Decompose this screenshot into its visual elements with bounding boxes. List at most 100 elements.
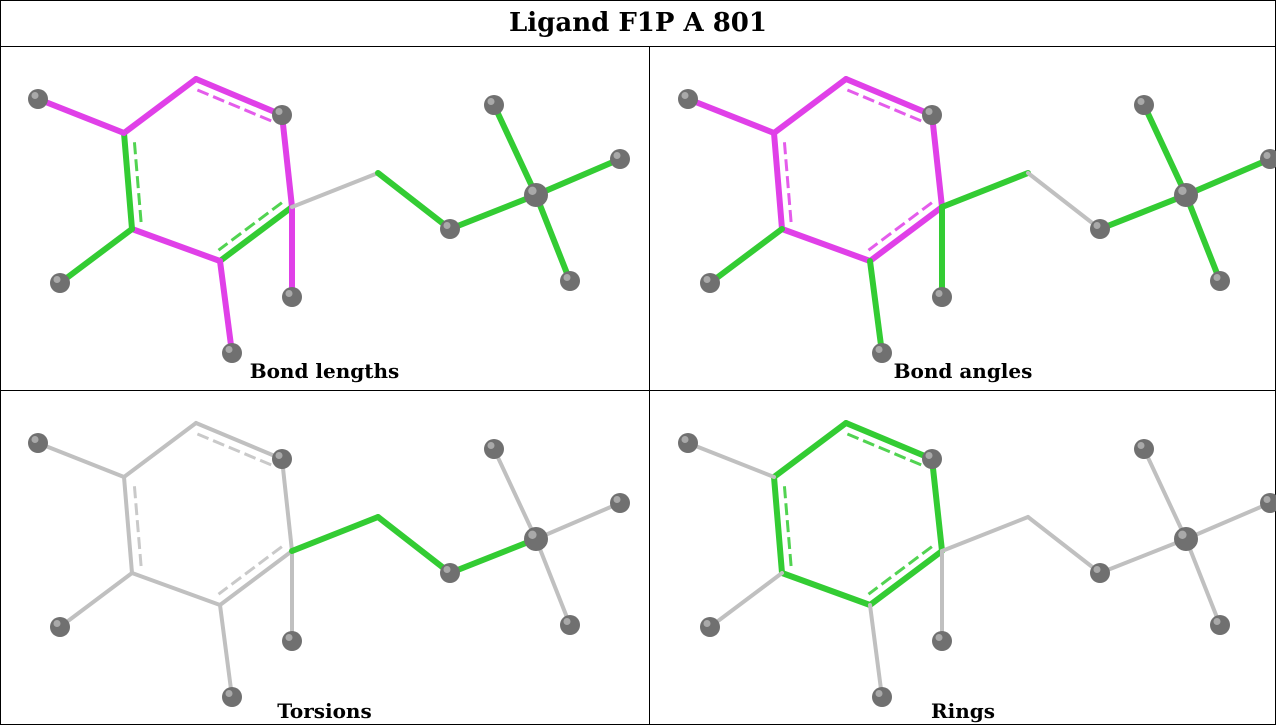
aromatic-bond-dash xyxy=(846,88,924,124)
atom-highlight xyxy=(875,346,883,353)
atom-highlight xyxy=(285,634,293,641)
bond xyxy=(194,421,284,461)
bond xyxy=(57,226,135,286)
atom-highlight xyxy=(1137,442,1145,449)
atom-sphere xyxy=(1174,527,1198,551)
bond xyxy=(217,204,295,264)
atom-highlight xyxy=(1093,222,1101,229)
bond xyxy=(218,603,234,699)
atom-sphere xyxy=(524,183,548,207)
atom-sphere xyxy=(1260,149,1276,169)
bond xyxy=(533,156,623,198)
atom-highlight xyxy=(1213,618,1221,625)
atom-sphere xyxy=(484,439,504,459)
atom-sphere xyxy=(932,631,952,651)
atom-sphere xyxy=(484,95,504,115)
atom-sphere xyxy=(28,433,48,453)
atom-sphere xyxy=(1260,493,1276,513)
atom-highlight xyxy=(681,92,689,99)
bond xyxy=(771,130,785,232)
atom-highlight xyxy=(225,690,233,697)
atom-highlight xyxy=(31,92,39,99)
atom-sphere xyxy=(28,89,48,109)
atom-highlight xyxy=(613,152,621,159)
molecule-rings xyxy=(678,420,1276,707)
bond xyxy=(929,112,945,210)
molecule-bond-angles xyxy=(678,76,1276,363)
atom-sphere xyxy=(922,105,942,125)
panel-rings: Rings xyxy=(650,391,1276,725)
atom-sphere xyxy=(282,631,302,651)
atom-sphere xyxy=(272,105,292,125)
bond xyxy=(129,226,223,264)
atom-highlight xyxy=(703,276,711,283)
atom-highlight xyxy=(285,290,293,297)
aromatic-bond-dash xyxy=(132,481,143,567)
bond xyxy=(771,76,849,136)
atom-sphere xyxy=(440,563,460,583)
atom-highlight xyxy=(1263,152,1271,159)
bond xyxy=(534,501,622,541)
aromatic-bond-dash xyxy=(132,137,143,223)
atom-highlight xyxy=(681,436,689,443)
aromatic-bond-dash xyxy=(782,481,793,567)
bond xyxy=(375,514,453,576)
bond xyxy=(843,420,935,462)
bond xyxy=(867,258,885,356)
atom-highlight xyxy=(1263,496,1271,503)
atom-sphere xyxy=(272,449,292,469)
atom-sphere xyxy=(610,493,630,513)
bond xyxy=(868,603,884,699)
bond xyxy=(447,192,539,232)
atom-sphere xyxy=(440,219,460,239)
bond xyxy=(779,226,873,264)
bond xyxy=(707,226,785,286)
aromatic-bond-dash xyxy=(196,88,274,124)
bond xyxy=(193,76,285,118)
atom-highlight xyxy=(225,346,233,353)
atom-sphere xyxy=(932,287,952,307)
atom-highlight xyxy=(1093,566,1101,573)
atom-sphere xyxy=(1134,95,1154,115)
atom-sphere xyxy=(922,449,942,469)
aromatic-bond-dash xyxy=(867,201,933,252)
atom-highlight xyxy=(935,290,943,297)
panel-caption-torsions: Torsions xyxy=(277,699,372,723)
atom-sphere xyxy=(50,273,70,293)
atom-sphere xyxy=(524,527,548,551)
bond xyxy=(843,76,935,118)
atom-sphere xyxy=(1210,271,1230,291)
bond xyxy=(218,549,294,607)
bond xyxy=(1184,537,1222,627)
bond xyxy=(867,204,945,264)
panel-bond-angles: Bond angles xyxy=(650,47,1276,390)
atom-sphere xyxy=(1210,615,1230,635)
aromatic-bond-dash xyxy=(782,137,793,223)
atom-sphere xyxy=(1174,183,1198,207)
atom-highlight xyxy=(703,620,711,627)
atom-sphere xyxy=(560,271,580,291)
bond xyxy=(939,170,1031,210)
panel-caption-bond-lengths: Bond lengths xyxy=(249,359,400,383)
bond xyxy=(1098,537,1188,575)
bond xyxy=(375,170,453,232)
bond xyxy=(867,548,945,608)
bond xyxy=(492,447,538,541)
bond xyxy=(35,96,127,136)
bond xyxy=(122,421,198,479)
bond xyxy=(491,102,539,198)
bond xyxy=(533,192,573,284)
bond xyxy=(779,570,873,608)
aromatic-bond-dash xyxy=(867,545,933,596)
bond xyxy=(121,130,135,232)
panel-bond-lengths: Bond lengths xyxy=(0,47,649,390)
atom-highlight xyxy=(563,274,571,281)
bond xyxy=(290,171,380,209)
bond xyxy=(121,76,199,136)
bond xyxy=(534,537,572,627)
atom-highlight xyxy=(935,634,943,641)
atom-sphere xyxy=(610,149,630,169)
atom-highlight xyxy=(487,442,495,449)
atom-highlight xyxy=(275,108,283,115)
